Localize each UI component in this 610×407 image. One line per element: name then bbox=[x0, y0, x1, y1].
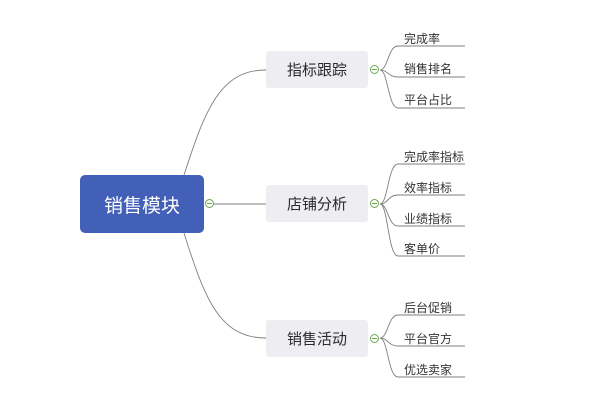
root-collapse-toggle-icon[interactable] bbox=[205, 199, 214, 208]
branch-collapse-toggle-icon[interactable] bbox=[370, 334, 379, 343]
leaf-topic[interactable]: 后台促销 bbox=[404, 301, 453, 315]
leaf-topic[interactable]: 平台占比 bbox=[404, 93, 453, 107]
branch-node-store-analysis[interactable]: 店铺分析 bbox=[266, 185, 368, 222]
leaf-topic[interactable]: 效率指标 bbox=[404, 181, 453, 195]
leaf-topic[interactable]: 业绩指标 bbox=[404, 212, 453, 226]
root-branch-connector bbox=[183, 69, 267, 176]
branch-leaf-connector bbox=[379, 337, 399, 378]
leaf-topic[interactable]: 完成率指标 bbox=[404, 150, 465, 164]
branch-node-label: 店铺分析 bbox=[286, 195, 347, 213]
leaf-topic[interactable]: 销售排名 bbox=[404, 62, 453, 76]
leaf-topic[interactable]: 优选卖家 bbox=[404, 363, 453, 377]
leaf-topic[interactable]: 完成率 bbox=[404, 32, 441, 46]
root-branch-connector bbox=[183, 232, 267, 339]
leaf-topic[interactable]: 客单价 bbox=[404, 242, 441, 256]
leaf-topic[interactable]: 平台官方 bbox=[404, 332, 453, 346]
branch-node-label: 指标跟踪 bbox=[286, 61, 347, 79]
branch-node-indicator-tracking[interactable]: 指标跟踪 bbox=[266, 51, 368, 88]
branch-node-sales-activities[interactable]: 销售活动 bbox=[266, 320, 368, 357]
branch-leaf-connector bbox=[379, 163, 399, 205]
branch-leaf-connector bbox=[379, 45, 399, 71]
branch-leaf-connector bbox=[379, 314, 399, 339]
branch-leaf-connector bbox=[379, 203, 399, 257]
branch-leaf-connector bbox=[379, 194, 399, 205]
branch-collapse-toggle-icon[interactable] bbox=[370, 199, 379, 208]
branch-node-label: 销售活动 bbox=[286, 330, 347, 348]
root-node[interactable]: 销售模块 bbox=[80, 175, 204, 233]
branch-collapse-toggle-icon[interactable] bbox=[370, 65, 379, 74]
branch-leaf-connector bbox=[379, 69, 399, 109]
root-node-label: 销售模块 bbox=[103, 194, 180, 217]
